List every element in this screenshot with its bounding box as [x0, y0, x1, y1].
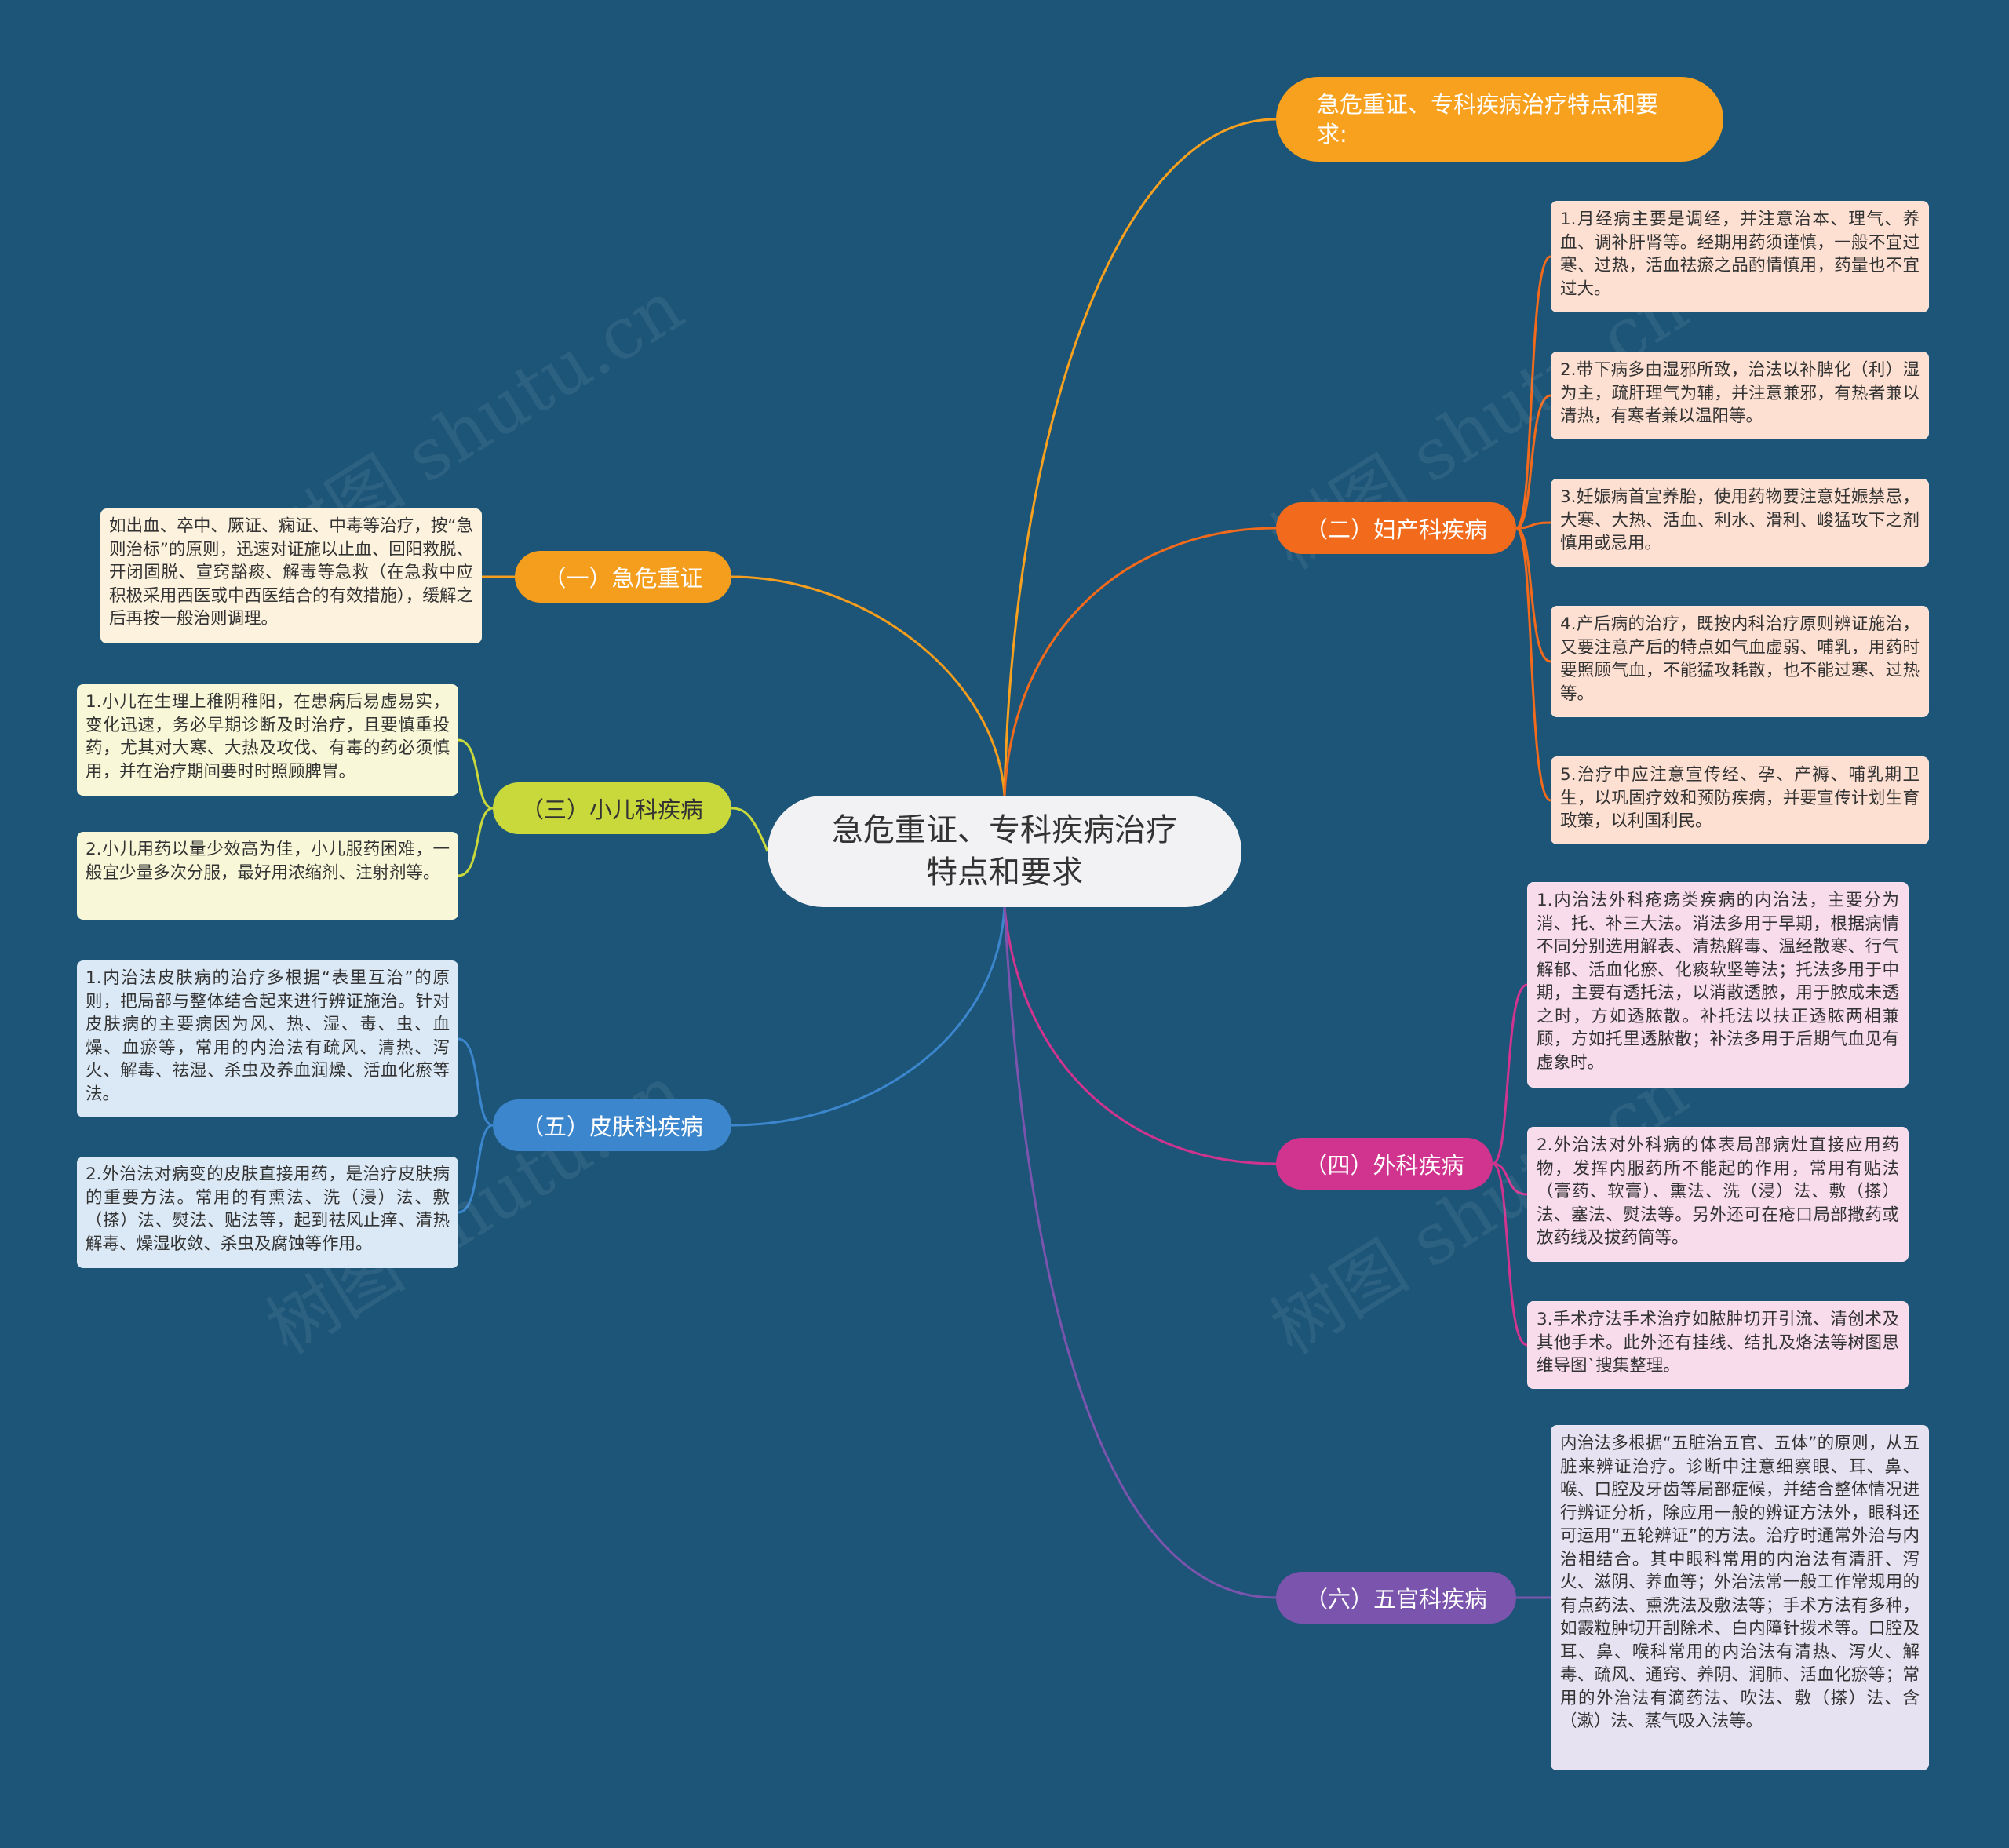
detail-text: 2.带下病多由湿邪所致，治法以补脾化（利）湿为主，疏肝理气为辅，并注意兼邪，有热…: [1560, 360, 1920, 426]
link-gynecology-item: [1515, 527, 1551, 663]
branch-surgery-item[interactable]: 1.内治法外科疮疡类疾病的内治法，主要分为消、托、补三大法。消法多用于早期，根据…: [1527, 882, 1909, 1088]
link-surgery-item: [1492, 983, 1528, 1165]
branch-gynecology-item[interactable]: 3.妊娠病首宜养胎，使用药物要注意妊娠禁忌，大寒、大热、活血、利水、滑利、峻猛攻…: [1551, 479, 1929, 567]
branch-emergency[interactable]: （一）急危重证: [515, 551, 731, 603]
branch-label: （一）急危重证: [543, 565, 703, 592]
detail-text: 3.手术疗法手术治疗如脓肿切开引流、清创术及其他手术。此外还有挂线、结扎及烙法等…: [1537, 1310, 1899, 1376]
branch-label: （六）五官科疾病: [1304, 1586, 1487, 1613]
link-gynecology: [1003, 527, 1277, 796]
top-topic-text: 急危重证、专科疾病治疗特点和要求:: [1317, 91, 1659, 148]
link-pediatrics-item: [458, 807, 494, 877]
detail-text: 3.妊娠病首宜养胎，使用药物要注意妊娠禁忌，大寒、大热、活血、利水、滑利、峻猛攻…: [1560, 487, 1920, 553]
link-emergency: [731, 575, 1006, 796]
branch-surgery[interactable]: （四）外科疾病: [1276, 1138, 1493, 1190]
link-surgery: [1003, 906, 1277, 1165]
detail-text: 2.外治法对外科病的体表局部病灶直接应用药物，发挥内服药所不能起的作用，常用有贴…: [1537, 1135, 1899, 1248]
branch-surgery-item[interactable]: 2.外治法对外科病的体表局部病灶直接应用药物，发挥内服药所不能起的作用，常用有贴…: [1527, 1127, 1909, 1262]
detail-text: 2.小儿用药以量少效高为佳，小儿服药困难，一般宜少量多次分服，最好用浓缩剂、注射…: [86, 840, 450, 883]
detail-text: 5.治疗中应注意宣传经、孕、产褥、哺乳期卫生，以巩固疗效和预防疾病，并要宣传计划…: [1560, 765, 1920, 831]
branch-label: （五）皮肤科疾病: [520, 1114, 703, 1140]
branch-gynecology-item[interactable]: 2.带下病多由湿邪所致，治法以补脾化（利）湿为主，疏肝理气为辅，并注意兼邪，有热…: [1551, 352, 1929, 439]
branch-gynecology[interactable]: （二）妇产科疾病: [1276, 502, 1516, 554]
branch-label: （二）妇产科疾病: [1304, 516, 1487, 543]
central-topic[interactable]: 急危重证、专科疾病治疗 特点和要求: [768, 796, 1241, 907]
branch-gynecology-item[interactable]: 1.月经病主要是调经，并注意治本、理气、养血、调补肝肾等。经期用药须谨慎，一般不…: [1551, 201, 1929, 312]
detail-text: 内治法多根据“五脏治五官、五体”的原则，从五脏来辨证治疗。诊断中注意细察眼、耳、…: [1560, 1434, 1920, 1731]
link-ent: [1003, 906, 1277, 1599]
branch-surgery-item[interactable]: 3.手术疗法手术治疗如脓肿切开引流、清创术及其他手术。此外还有挂线、结扎及烙法等…: [1527, 1301, 1909, 1389]
detail-text: 1.内治法外科疮疡类疾病的内治法，主要分为消、托、补三大法。消法多用于早期，根据…: [1537, 891, 1899, 1073]
branch-label: （四）外科疾病: [1304, 1152, 1464, 1179]
link-surgery-item: [1492, 1162, 1528, 1196]
link-gynecology-item: [1515, 527, 1551, 802]
link-surgery-item: [1492, 1162, 1528, 1347]
branch-gynecology-item[interactable]: 5.治疗中应注意宣传经、孕、产褥、哺乳期卫生，以巩固疗效和预防疾病，并要宣传计划…: [1551, 756, 1929, 844]
detail-text: 1.月经病主要是调经，并注意治本、理气、养血、调补肝肾等。经期用药须谨慎，一般不…: [1560, 210, 1920, 299]
link-dermatology-item: [458, 1124, 494, 1214]
link-dermatology: [731, 906, 1006, 1127]
branch-pediatrics-item[interactable]: 2.小儿用药以量少效高为佳，小儿服药困难，一般宜少量多次分服，最好用浓缩剂、注射…: [77, 832, 458, 920]
link-pediatrics-item: [458, 738, 494, 810]
detail-text: 如出血、卒中、厥证、痫证、中毒等治疗，按“急则治标”的原则，迅速对证施以止血、回…: [109, 516, 473, 629]
branch-emergency-detail[interactable]: 如出血、卒中、厥证、痫证、中毒等治疗，按“急则治标”的原则，迅速对证施以止血、回…: [100, 508, 482, 643]
link-top: [1003, 118, 1277, 796]
central-topic-text: 急危重证、专科疾病治疗 特点和要求: [832, 812, 1177, 891]
link-gynecology-item: [1515, 521, 1551, 530]
branch-dermatology-item[interactable]: 2.外治法对病变的皮肤直接用药，是治疗皮肤病的重要方法。常用的有熏法、洗（浸）法…: [77, 1157, 458, 1268]
branch-pediatrics-item[interactable]: 1.小儿在生理上稚阴稚阳，在患病后易虚易实，变化迅速，务必早期诊断及时治疗，且要…: [77, 684, 458, 796]
branch-ent-ophthalmology-detail[interactable]: 内治法多根据“五脏治五官、五体”的原则，从五脏来辨证治疗。诊断中注意细察眼、耳、…: [1551, 1425, 1929, 1770]
detail-text: 2.外治法对病变的皮肤直接用药，是治疗皮肤病的重要方法。常用的有熏法、洗（浸）法…: [86, 1165, 450, 1254]
link-dermatology-item: [458, 1037, 494, 1127]
branch-dermatology-item[interactable]: 1.内治法皮肤病的治疗多根据“表里互治”的原则，把局部与整体结合起来进行辨证施治…: [77, 960, 458, 1117]
branch-dermatology[interactable]: （五）皮肤科疾病: [493, 1099, 731, 1151]
link-pediatrics: [731, 807, 769, 852]
branch-gynecology-item[interactable]: 4.产后病的治疗，既按内科治疗原则辨证施治，又要注意产后的特点如气血虚弱、哺乳，…: [1551, 606, 1929, 717]
link-gynecology-item: [1515, 394, 1551, 530]
detail-text: 1.小儿在生理上稚阴稚阳，在患病后易虚易实，变化迅速，务必早期诊断及时治疗，且要…: [86, 692, 450, 782]
detail-text: 1.内治法皮肤病的治疗多根据“表里互治”的原则，把局部与整体结合起来进行辨证施治…: [86, 968, 450, 1104]
branch-ent-ophthalmology[interactable]: （六）五官科疾病: [1276, 1572, 1516, 1624]
link-gynecology-item: [1515, 255, 1551, 530]
branch-pediatrics[interactable]: （三）小儿科疾病: [493, 782, 731, 834]
branch-label: （三）小儿科疾病: [520, 796, 703, 823]
top-topic[interactable]: 急危重证、专科疾病治疗特点和要求:: [1276, 77, 1723, 162]
detail-text: 4.产后病的治疗，既按内科治疗原则辨证施治，又要注意产后的特点如气血虚弱、哺乳，…: [1560, 614, 1920, 704]
